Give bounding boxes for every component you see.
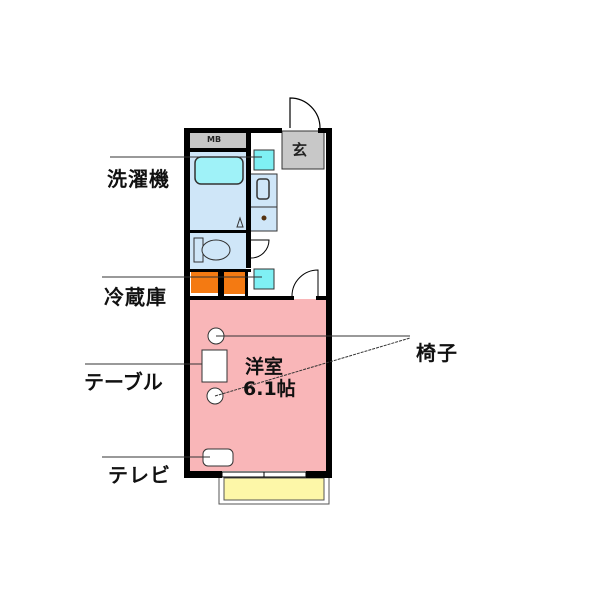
refrigerator: [253, 268, 275, 290]
stove: [261, 215, 267, 221]
western-room-name: 洋室: [245, 356, 284, 378]
room-door: [291, 269, 319, 297]
entrance-label: 玄: [292, 141, 308, 159]
bathtub: [194, 156, 244, 185]
chair-label: 椅子: [416, 341, 458, 365]
table: [201, 349, 228, 383]
toilet-door: [250, 239, 270, 259]
refrigerator-label: 冷蔵庫: [104, 285, 167, 309]
sink: [256, 178, 270, 200]
leader-lines: [85, 156, 411, 458]
kitchen-unit-left: [191, 272, 218, 294]
kitchen-unit-right: [224, 272, 245, 294]
table-label: テーブル: [84, 370, 163, 394]
walls: [184, 128, 332, 478]
drain-icon: [236, 216, 244, 228]
balcony: [223, 477, 325, 501]
toilet-bowl: [201, 239, 231, 261]
entrance: [281, 130, 325, 170]
entrance-door: [289, 97, 321, 129]
western-room-size: 6.1帖: [243, 378, 296, 400]
meter-box-label: MB: [207, 135, 222, 144]
tv-label: テレビ: [108, 463, 171, 487]
meter-box: [190, 133, 246, 148]
washing-machine: [253, 149, 275, 171]
washing-machine-label: 洗濯機: [107, 167, 170, 191]
western-room: [190, 299, 326, 471]
